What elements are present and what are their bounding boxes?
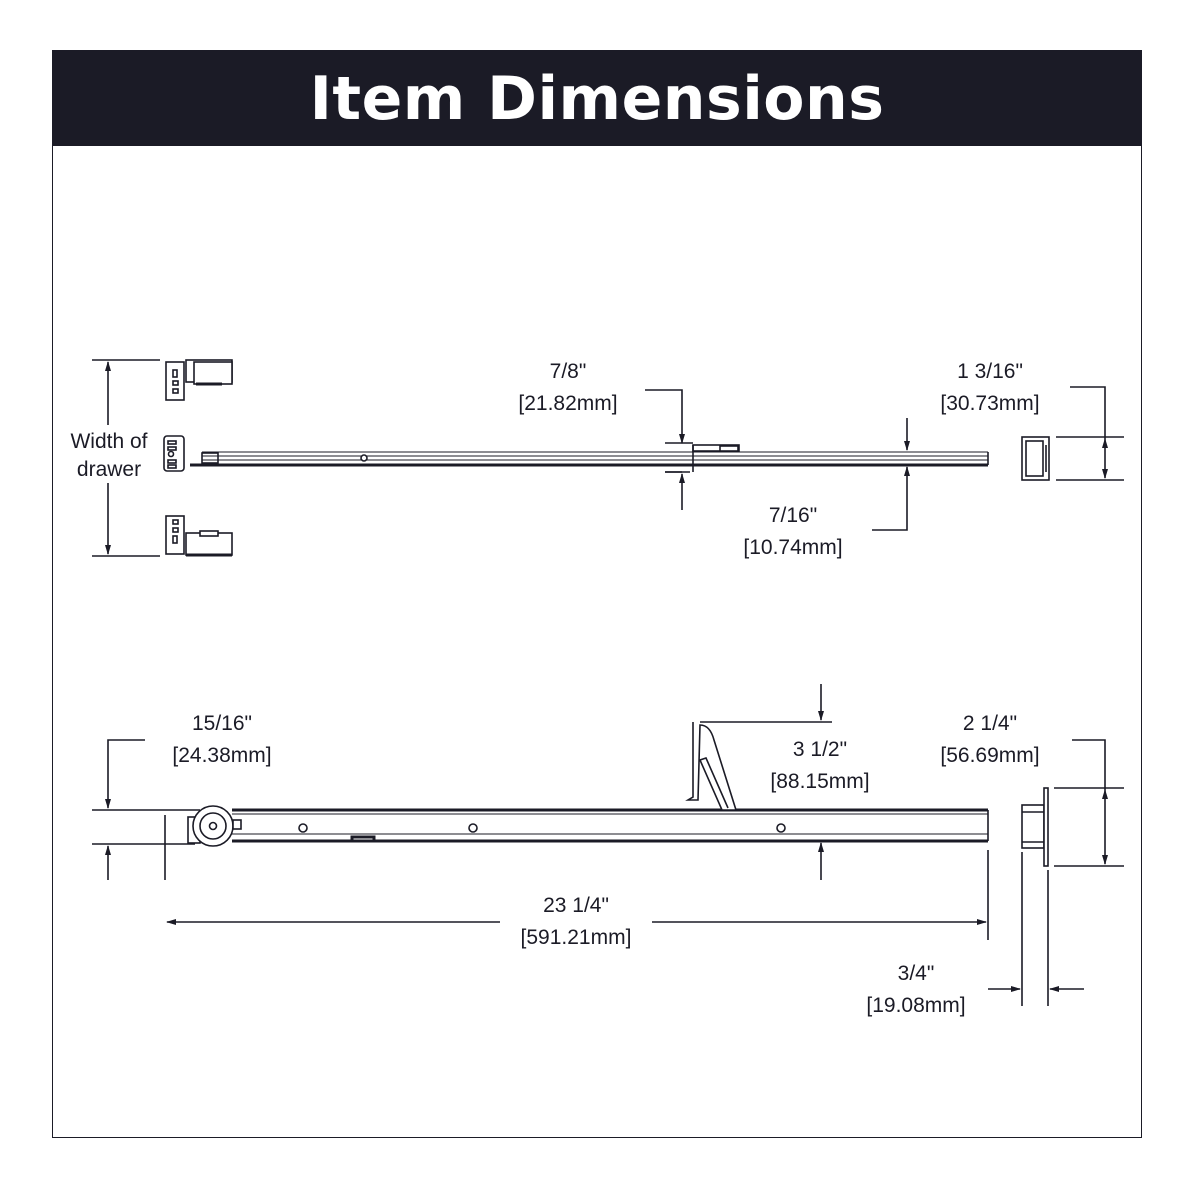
dim-15-16-metric: [24.38mm] bbox=[172, 744, 271, 767]
dim-bracket-height: 2 1/4" [56.69mm] bbox=[940, 712, 1124, 867]
top-view: Width of drawer bbox=[70, 359, 1124, 559]
dim-3-1-2-metric: [88.15mm] bbox=[770, 770, 869, 793]
dim-2-1-4-metric: [56.69mm] bbox=[940, 744, 1039, 767]
dim-7-16-imperial: 7/16" bbox=[769, 504, 817, 527]
dim-3-1-2-imperial: 3 1/2" bbox=[793, 738, 847, 761]
dim-23-1-4-metric: [591.21mm] bbox=[521, 926, 632, 949]
page-title: Item Dimensions bbox=[309, 63, 885, 134]
dim-7-8-metric: [21.82mm] bbox=[518, 392, 617, 415]
width-label-line1: Width of bbox=[70, 430, 147, 453]
end-cap-part bbox=[1021, 436, 1050, 481]
top-rail-part bbox=[163, 435, 989, 472]
dim-1-3-16-imperial: 1 3/16" bbox=[957, 360, 1023, 383]
dim-2-1-4-imperial: 2 1/4" bbox=[963, 712, 1017, 735]
dim-wheel-height: 15/16" [24.38mm] bbox=[92, 712, 272, 880]
dim-overall-length: 23 1/4" [591.21mm] bbox=[166, 850, 989, 949]
dim-3-4-metric: [19.08mm] bbox=[866, 994, 965, 1017]
dim-7-8-imperial: 7/8" bbox=[550, 360, 587, 383]
dim-bracket-depth: 3/4" [19.08mm] bbox=[866, 852, 1084, 1017]
bottom-bracket-part bbox=[165, 515, 233, 557]
dim-end-cap-height: 1 3/16" [30.73mm] bbox=[940, 360, 1124, 481]
dim-15-16-imperial: 15/16" bbox=[192, 712, 252, 735]
dim-3-4-imperial: 3/4" bbox=[898, 962, 935, 985]
dim-7-16-metric: [10.74mm] bbox=[743, 536, 842, 559]
dim-rail-clip-height: 7/8" [21.82mm] bbox=[518, 360, 693, 510]
top-bracket-part bbox=[165, 359, 233, 401]
dim-stop-height: 3 1/2" [88.15mm] bbox=[770, 684, 870, 880]
mounting-bracket-part bbox=[1021, 787, 1049, 867]
header-bar: Item Dimensions bbox=[53, 51, 1141, 146]
dim-23-1-4-imperial: 23 1/4" bbox=[543, 894, 609, 917]
width-label-line2: drawer bbox=[77, 458, 141, 481]
width-of-drawer-dimension: Width of drawer bbox=[70, 359, 160, 557]
side-view: 15/16" [24.38mm] bbox=[92, 684, 1124, 1017]
dim-rail-height: 7/16" [10.74mm] bbox=[743, 418, 910, 559]
side-rail-part bbox=[164, 721, 989, 880]
dim-1-3-16-metric: [30.73mm] bbox=[940, 392, 1039, 415]
drawing-frame: Item Dimensions bbox=[52, 50, 1142, 1138]
